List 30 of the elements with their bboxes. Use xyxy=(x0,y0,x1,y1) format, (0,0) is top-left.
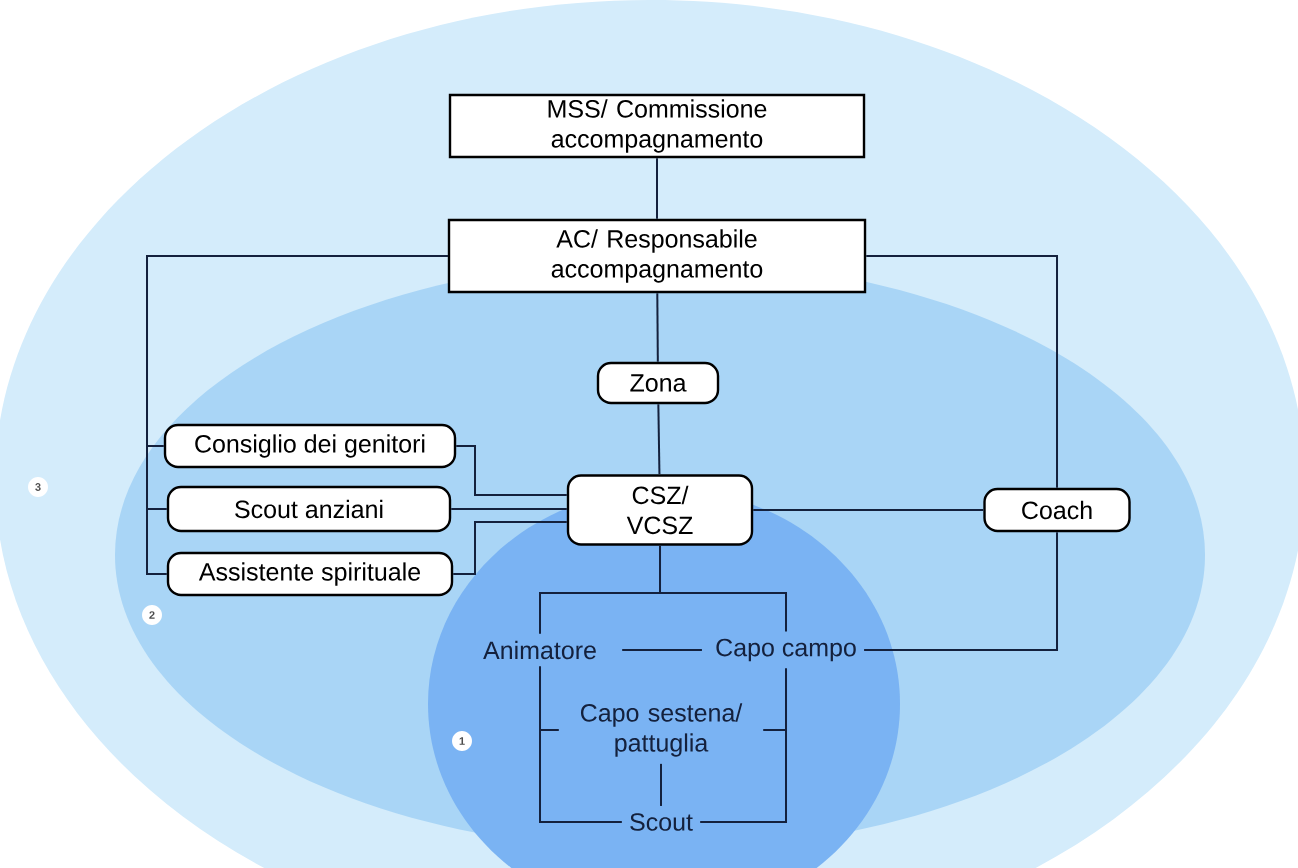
role-label: Capo campo xyxy=(716,638,856,662)
connector xyxy=(699,667,787,823)
connector xyxy=(865,255,1058,489)
process-box: AC/ Responsabile accompagnamento xyxy=(447,218,867,294)
connector xyxy=(146,255,449,575)
rounded-box: Zona xyxy=(596,361,720,405)
rounded-box: Scout anziani xyxy=(166,485,452,533)
rounded-box: CSZ/ VCSZ xyxy=(566,474,754,546)
callout-number: 2 xyxy=(142,605,162,625)
connector xyxy=(863,531,1058,651)
rounded-box: Consiglio dei genitori xyxy=(163,423,457,469)
connector xyxy=(660,762,662,807)
connector xyxy=(452,521,568,575)
connector xyxy=(752,509,985,511)
process-box: MSS/ Commissione accompagnamento xyxy=(448,93,866,159)
connector xyxy=(450,508,568,510)
rounded-box: Assistente spirituale xyxy=(166,551,454,597)
connector xyxy=(656,292,659,363)
connector xyxy=(539,665,623,823)
rounded-box: Coach xyxy=(983,487,1131,533)
callout-number: 1 xyxy=(452,731,472,751)
role-label: Capo sestena/ pattuglia xyxy=(581,703,743,757)
connector xyxy=(455,445,568,496)
connector xyxy=(659,544,787,633)
role-label: Animatore xyxy=(483,640,596,660)
connector xyxy=(656,157,658,220)
callout-number: 3 xyxy=(28,477,48,497)
role-label: Scout xyxy=(630,813,693,831)
connector xyxy=(621,649,703,651)
connector xyxy=(657,403,661,476)
